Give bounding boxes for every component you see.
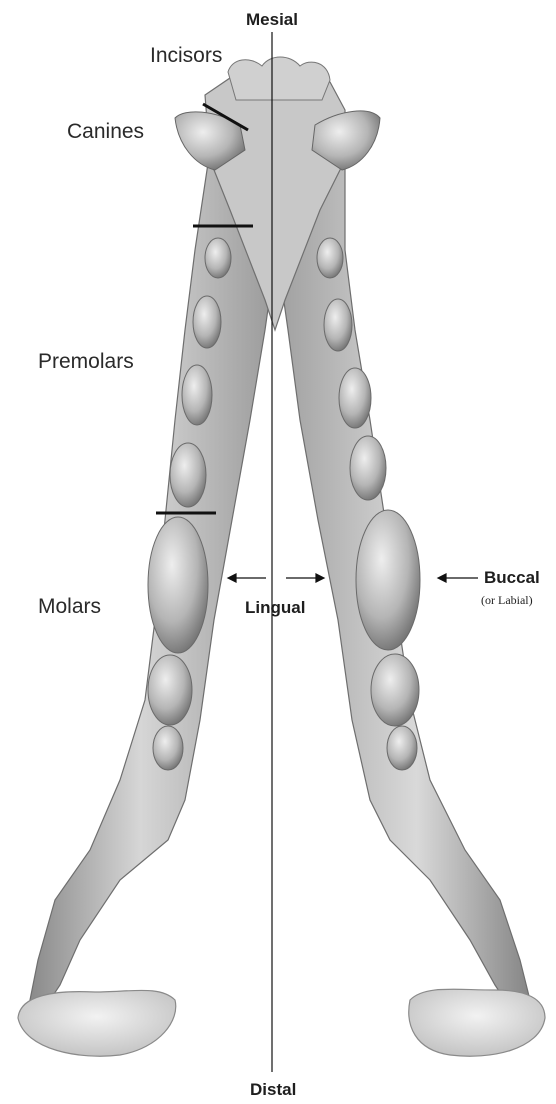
molars-label: Molars [38,595,101,619]
left-molar-3 [153,726,183,770]
buccal-sub-label: (or Labial) [481,593,533,608]
incisors-shape [228,57,330,100]
right-premolar-1 [317,238,343,278]
buccal-label: Buccal [484,568,540,588]
left-condyle [18,990,176,1056]
right-molar-1 [356,510,420,650]
right-condyle [409,989,545,1056]
incisors-label: Incisors [150,44,222,68]
distal-label: Distal [250,1080,296,1100]
left-premolar-2 [193,296,221,348]
premolars-label: Premolars [38,350,134,374]
canines-label: Canines [67,120,144,144]
left-premolar-1 [205,238,231,278]
left-premolar-4 [170,443,206,507]
right-premolar-2 [324,299,352,351]
left-molar-2 [148,655,192,725]
right-molar-2 [371,654,419,726]
lingual-label: Lingual [245,598,305,618]
left-molar-1 [148,517,208,653]
buccal-arrow [438,574,478,582]
mesial-label: Mesial [246,10,298,30]
right-premolar-3 [339,368,371,428]
right-premolar-4 [350,436,386,500]
left-premolar-3 [182,365,212,425]
right-molar-3 [387,726,417,770]
lingual-arrows [228,574,324,582]
